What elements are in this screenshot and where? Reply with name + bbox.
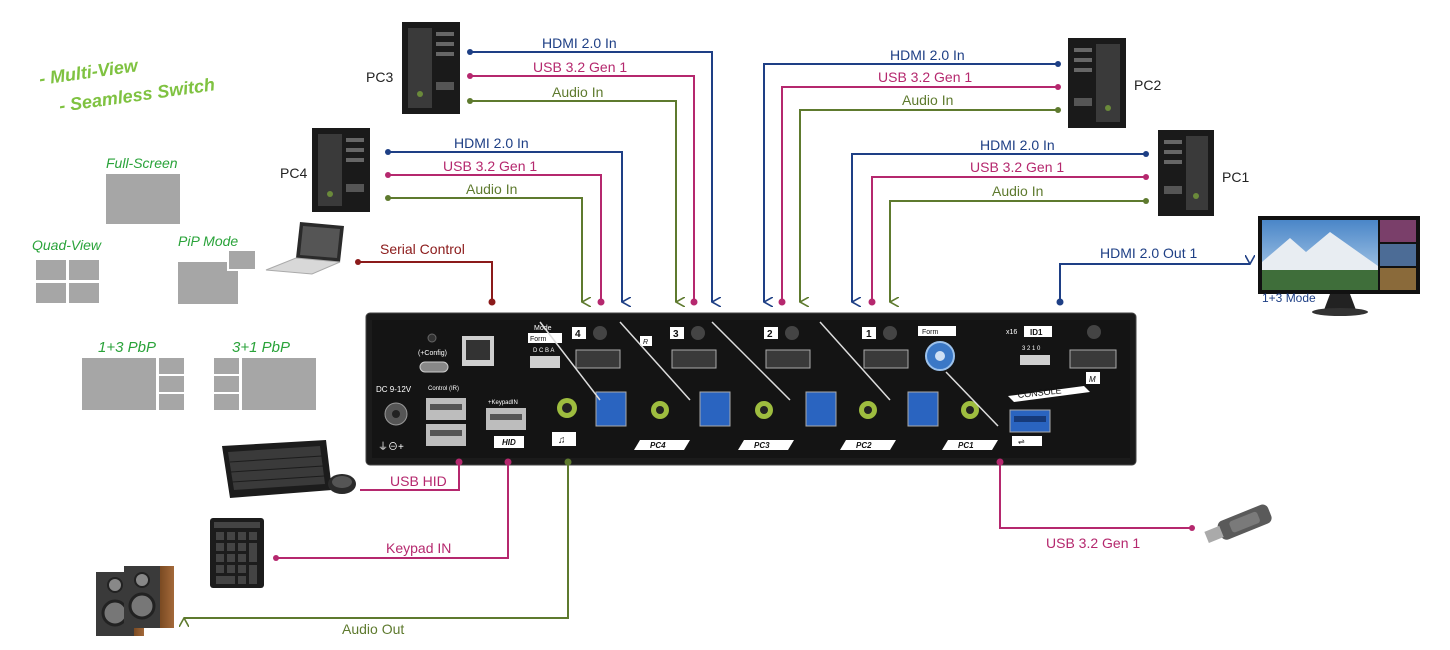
m-label: M xyxy=(1089,375,1096,384)
hdmi-in-port-4 xyxy=(575,349,621,369)
hid-label: HID xyxy=(502,438,516,447)
usb-drive-label: USB 3.2 Gen 1 xyxy=(1046,535,1140,551)
pc4-audio-label: Audio In xyxy=(466,181,517,197)
svg-text:♫: ♫ xyxy=(558,435,566,446)
port-group-2: 2 PC2 xyxy=(764,326,896,450)
svg-text:⏚⊖+: ⏚⊖+ xyxy=(378,441,404,453)
mode-pbp31-label: 3+1 PbP xyxy=(232,339,290,356)
keypad-label: Keypad IN xyxy=(386,540,451,556)
r-label: R xyxy=(643,339,648,346)
usb-b-port-4 xyxy=(595,391,627,427)
keypad-line xyxy=(276,462,509,559)
hdmi-out-port xyxy=(1069,349,1117,369)
config-label: (+Config) xyxy=(418,350,447,357)
x16-label: x16 xyxy=(1006,329,1017,336)
form2-label: Form xyxy=(922,329,939,336)
pc3-audio-label: Audio In xyxy=(552,84,603,100)
port1-number: 1 xyxy=(866,329,872,340)
mode-pbp13-label: 1+3 PbP xyxy=(98,339,156,356)
mode-pbp-1-3: 1+3 PbP xyxy=(82,339,184,410)
usb-c-port xyxy=(419,361,449,373)
pc1-usb-label: USB 3.2 Gen 1 xyxy=(970,159,1064,175)
keypad-in-label: +KeypadIN xyxy=(488,400,518,406)
device-pc3-label: PC3 xyxy=(754,441,770,450)
monitor-mode-label: 1+3 Mode xyxy=(1262,291,1316,305)
pc2-usb-label: USB 3.2 Gen 1 xyxy=(878,69,972,85)
hdmi-out-label: HDMI 2.0 Out 1 xyxy=(1100,245,1197,261)
pc2-audio-label: Audio In xyxy=(902,92,953,108)
usb-hid-line xyxy=(360,462,460,491)
pc2-tower-icon xyxy=(1068,38,1126,128)
serial-control-label: Serial Control xyxy=(380,241,465,257)
device-pc1-label: PC1 xyxy=(958,441,974,450)
pc4-usb-label: USB 3.2 Gen 1 xyxy=(443,158,537,174)
usb-b-port-1 xyxy=(907,391,939,427)
laptop-icon xyxy=(265,222,344,275)
hdmi-out-line xyxy=(1059,264,1250,302)
usb-b-port-3 xyxy=(699,391,731,427)
id1-label: ID1 xyxy=(1030,328,1043,337)
kvm-switch-device: DC 9-12V ⏚⊖+ (+Config) Control (IR) +Key… xyxy=(365,312,1137,466)
pc3-cables xyxy=(467,49,712,306)
speakers-icon xyxy=(96,566,174,636)
control-label: Control (IR) xyxy=(428,386,459,392)
console-label: CONSOLE xyxy=(1017,385,1062,400)
device-pc4-label: PC4 xyxy=(650,441,666,450)
mode-pbp-3-1: 3+1 PbP xyxy=(214,339,316,410)
pc4-cables xyxy=(385,149,622,306)
port2-number: 2 xyxy=(767,329,773,340)
dip-label: 3 2 1 0 xyxy=(1022,346,1041,352)
pc1-tower-icon xyxy=(1158,130,1214,216)
keyboard-icon xyxy=(222,440,332,498)
mode-full-label: Full-Screen xyxy=(106,155,178,171)
pc4-label: PC4 xyxy=(280,165,307,181)
form-label: Form xyxy=(530,336,547,343)
mode-quad-view: Quad-View xyxy=(32,237,102,303)
monitor-icon xyxy=(1258,216,1420,316)
mode-full-screen: Full-Screen xyxy=(106,155,180,224)
port-group-1: 1 PC1 xyxy=(862,326,998,450)
pc4-hdmi-label: HDMI 2.0 In xyxy=(454,135,529,151)
mouse-icon xyxy=(328,474,356,494)
port4-number: 4 xyxy=(575,329,581,340)
port-group-3: 3 PC3 xyxy=(670,326,794,450)
hdmi-in-port-3 xyxy=(671,349,717,369)
usb-hid-label: USB HID xyxy=(390,473,447,489)
mode-quad-label: Quad-View xyxy=(32,237,102,253)
hdmi-in-port-1 xyxy=(863,349,909,369)
svg-text:D C B A: D C B A xyxy=(533,348,554,354)
usb-flash-drive-icon xyxy=(1204,504,1272,544)
pc1-label: PC1 xyxy=(1222,169,1249,185)
svg-text:⇌: ⇌ xyxy=(1018,437,1025,446)
pc4-tower-icon xyxy=(312,128,370,212)
device-pc2-label: PC2 xyxy=(856,441,872,450)
pc1-audio-label: Audio In xyxy=(992,183,1043,199)
hdmi-in-port-2 xyxy=(765,349,811,369)
pc2-label: PC2 xyxy=(1134,77,1161,93)
pc3-hdmi-label: HDMI 2.0 In xyxy=(542,35,617,51)
pc3-usb-label: USB 3.2 Gen 1 xyxy=(533,59,627,75)
port3-number: 3 xyxy=(673,329,679,340)
pc1-hdmi-label: HDMI 2.0 In xyxy=(980,137,1055,153)
pc1-cables xyxy=(851,151,1149,306)
pc2-hdmi-label: HDMI 2.0 In xyxy=(890,47,965,63)
dc-label: DC 9-12V xyxy=(376,385,412,394)
serial-control-line xyxy=(358,261,493,302)
audio-out-line xyxy=(184,462,569,618)
audio-out-label: Audio Out xyxy=(342,621,404,637)
usb-b-port-2 xyxy=(805,391,837,427)
mode-pip-label: PiP Mode xyxy=(178,233,238,249)
mode-pip: PiP Mode xyxy=(178,233,257,304)
mode-label: Mode xyxy=(534,325,552,332)
usb-drive-line xyxy=(999,462,1192,529)
port-group-4: 4 PC4 xyxy=(572,326,690,450)
pc2-cables xyxy=(763,61,1061,306)
feature-multi-view: - Multi-View xyxy=(38,55,140,89)
pc3-tower-icon xyxy=(402,22,460,114)
pc3-label: PC3 xyxy=(366,69,393,85)
keypad-icon xyxy=(210,518,264,588)
